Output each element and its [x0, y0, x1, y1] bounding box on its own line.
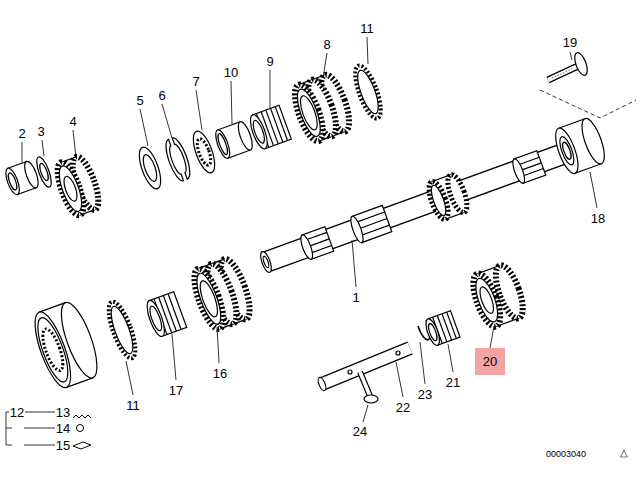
callout-number: 15 — [55, 438, 71, 453]
drawing-number: 00003040 — [545, 449, 587, 460]
callout-number: 13 — [55, 405, 71, 420]
callout-number: 4 — [68, 114, 77, 129]
callout-number: 16 — [212, 366, 228, 381]
callout-number: 18 — [590, 211, 606, 226]
callout-number: 11 — [359, 21, 375, 36]
callout-number: 11 — [125, 398, 141, 413]
callout-number: 5 — [135, 93, 144, 108]
callout-number: 9 — [265, 54, 274, 69]
callout-number: 14 — [55, 421, 71, 436]
callout-number: 24 — [352, 424, 368, 439]
callout-number: 10 — [223, 65, 239, 80]
callout-number: 2 — [17, 126, 26, 141]
callout-number: 21 — [445, 375, 461, 390]
callout-number: 12 — [9, 405, 25, 420]
callout-number: 19 — [562, 35, 578, 50]
callout-number: 23 — [417, 387, 433, 402]
callout-number: 22 — [395, 400, 411, 415]
callout-number: 7 — [191, 74, 200, 89]
revision-mark: △ — [619, 447, 629, 459]
callout-number: 1 — [351, 290, 360, 305]
callout-number: 8 — [322, 37, 331, 52]
callout-number: 17 — [168, 383, 184, 398]
callout-number: 3 — [36, 124, 45, 139]
callout-number: 20 — [475, 348, 505, 375]
callout-number: 6 — [157, 88, 166, 103]
